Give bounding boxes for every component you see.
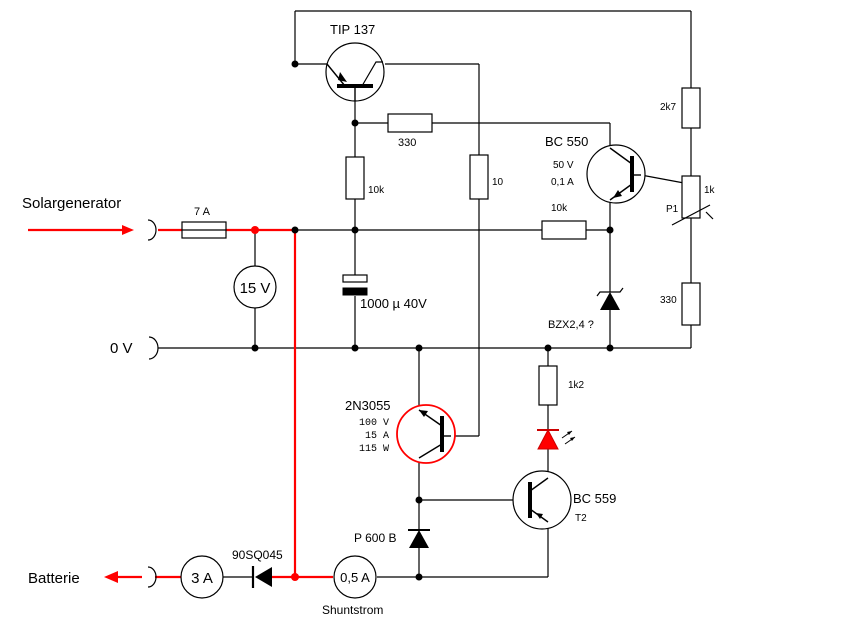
r10k-mid-label: 10k	[551, 203, 568, 214]
zener-diode	[596, 287, 624, 310]
transistor-2n3055	[396, 404, 456, 464]
r1k2-label: 1k2	[568, 380, 585, 391]
bc550-voltage: 50 V	[553, 160, 574, 171]
t2n3055-label: 2N3055	[345, 398, 391, 413]
t2n3055-spec-voltage: 100 V	[359, 418, 389, 429]
wires	[158, 10, 692, 578]
r330-right-label: 330	[660, 295, 677, 306]
zener-label: BZX2,4 ?	[548, 319, 594, 331]
ammeter-0-5a	[333, 555, 377, 599]
potentiometer-p1	[671, 175, 714, 226]
ammeter-shunt-label: 0,5 A	[340, 570, 370, 585]
resistor-330-top	[387, 113, 433, 133]
diode-p600b	[408, 529, 430, 548]
r2k7-label: 2k7	[660, 102, 677, 113]
terminal-solar	[147, 219, 157, 241]
transistor-bc559	[512, 470, 572, 530]
shunt-current-label: Shuntstrom	[322, 603, 383, 617]
r10-label: 10	[492, 177, 504, 188]
ground-label: 0 V	[110, 340, 133, 357]
diode-90sq045-label: 90SQ045	[232, 548, 283, 562]
voltmeter-label: 15 V	[240, 280, 271, 297]
diode-90sq045	[251, 566, 272, 588]
ammeter-3a-label: 3 A	[191, 570, 213, 587]
fuse-7a	[181, 221, 227, 239]
resistor-10k-left	[345, 156, 365, 200]
t2n3055-spec-current: 15 A	[365, 431, 389, 442]
resistor-10k-mid	[541, 220, 587, 240]
power-path	[28, 225, 333, 583]
resistor-2k7	[681, 87, 701, 129]
r330-top-label: 330	[398, 137, 416, 149]
fuse-label: 7 A	[194, 206, 211, 218]
terminal-battery	[147, 566, 157, 588]
capacitor-label: 1000 µ 40V	[360, 296, 427, 311]
led-indicator	[537, 428, 576, 450]
bc559-name: T2	[575, 513, 587, 524]
terminal-ground	[148, 336, 159, 360]
battery-output-label: Batterie	[28, 570, 80, 587]
resistor-1k2	[538, 365, 558, 406]
t2n3055-spec-power: 115 W	[359, 444, 389, 455]
capacitor-1000u	[342, 274, 368, 296]
ammeter-3a	[180, 555, 224, 599]
bc550-label: BC 550	[545, 134, 588, 149]
transistor-tip137	[325, 42, 385, 102]
resistor-10	[469, 154, 489, 200]
transistor-bc550	[586, 144, 646, 204]
voltmeter-15v	[233, 265, 277, 309]
bc559-label: BC 559	[573, 491, 616, 506]
pot-value-label: 1k	[704, 185, 716, 196]
r10k-left-label: 10k	[368, 185, 385, 196]
pot-name-label: P1	[666, 204, 679, 215]
tip137-label: TIP 137	[330, 22, 375, 37]
solar-input-label: Solargenerator	[22, 195, 121, 212]
p600b-label: P 600 B	[354, 531, 396, 545]
bc550-current: 0,1 A	[551, 177, 574, 188]
junctions	[251, 60, 614, 581]
resistor-330-right	[681, 282, 701, 326]
